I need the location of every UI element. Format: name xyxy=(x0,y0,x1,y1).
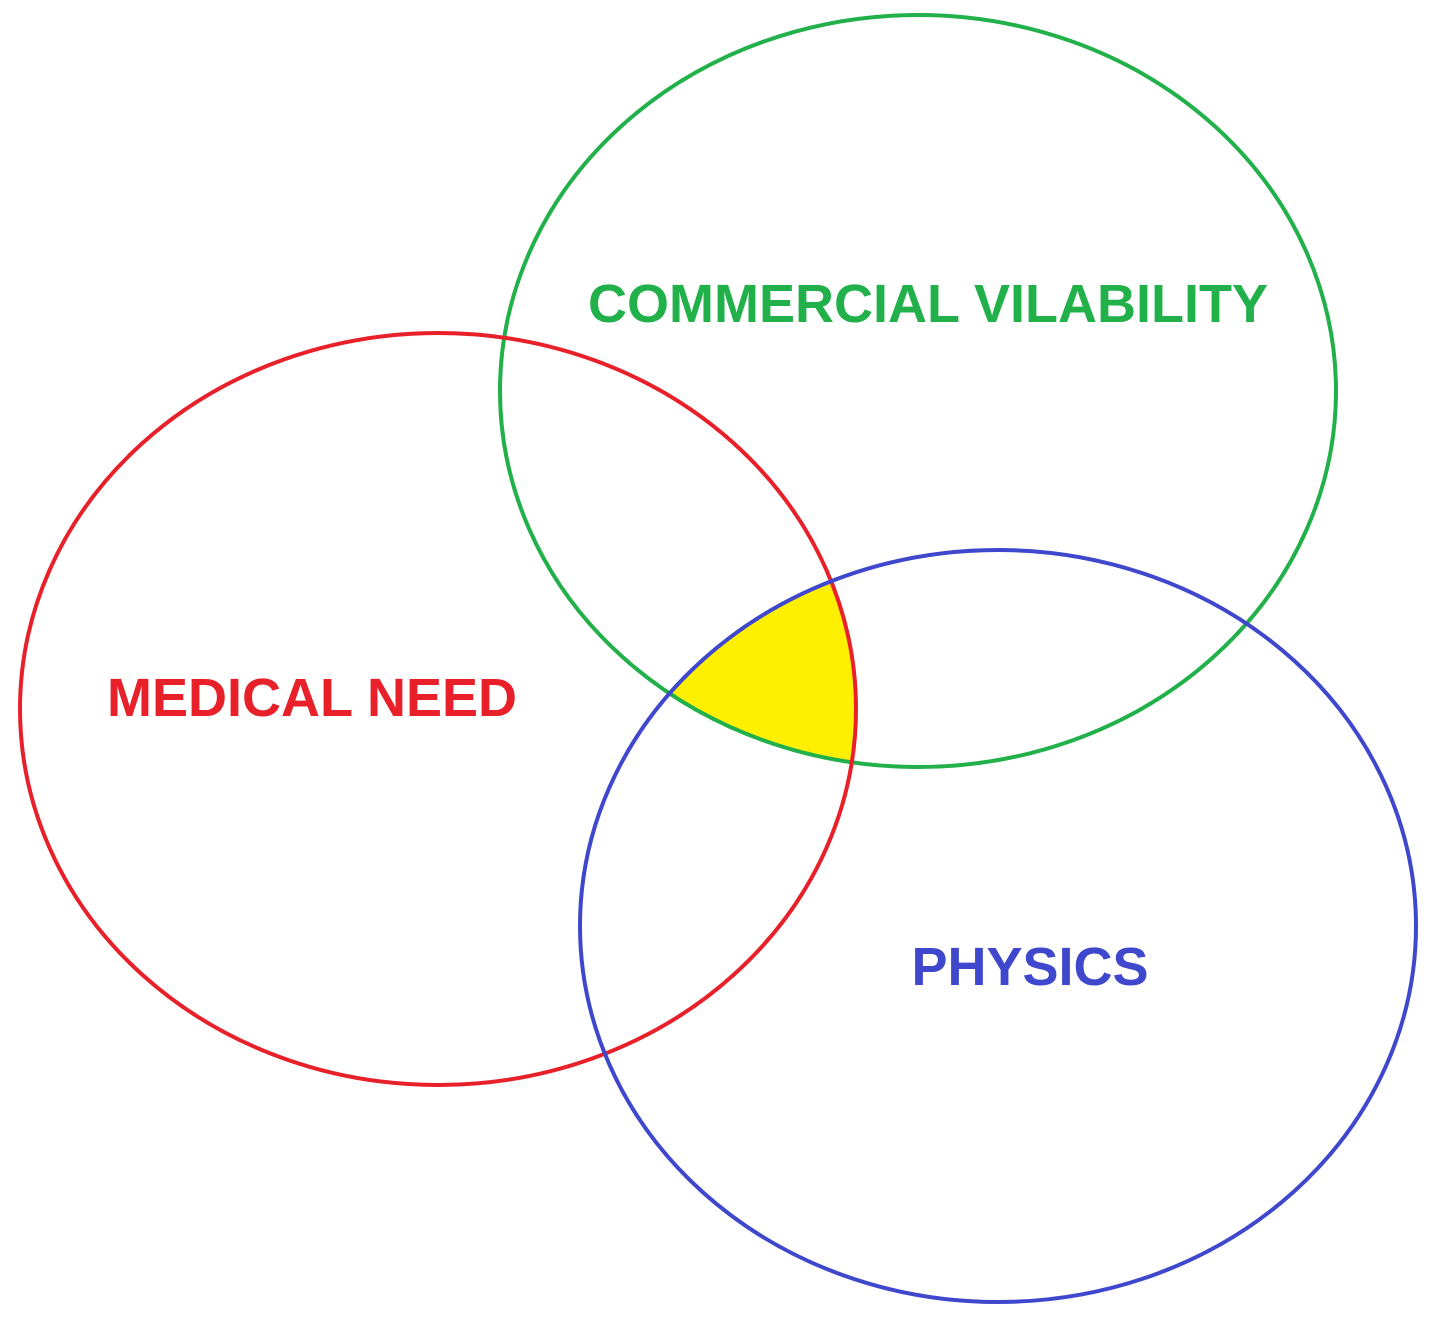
physics-label: PHYSICS xyxy=(911,937,1148,997)
physics-circle xyxy=(578,548,1418,1304)
commercial-viability-label: COMMERCIAL VILABILITY xyxy=(588,274,1268,334)
triple-intersection-highlight xyxy=(580,550,856,767)
medical-need-label: MEDICAL NEED xyxy=(107,668,517,728)
medical-need-circle xyxy=(18,331,858,1087)
commercial-viability-circle xyxy=(498,13,1338,769)
